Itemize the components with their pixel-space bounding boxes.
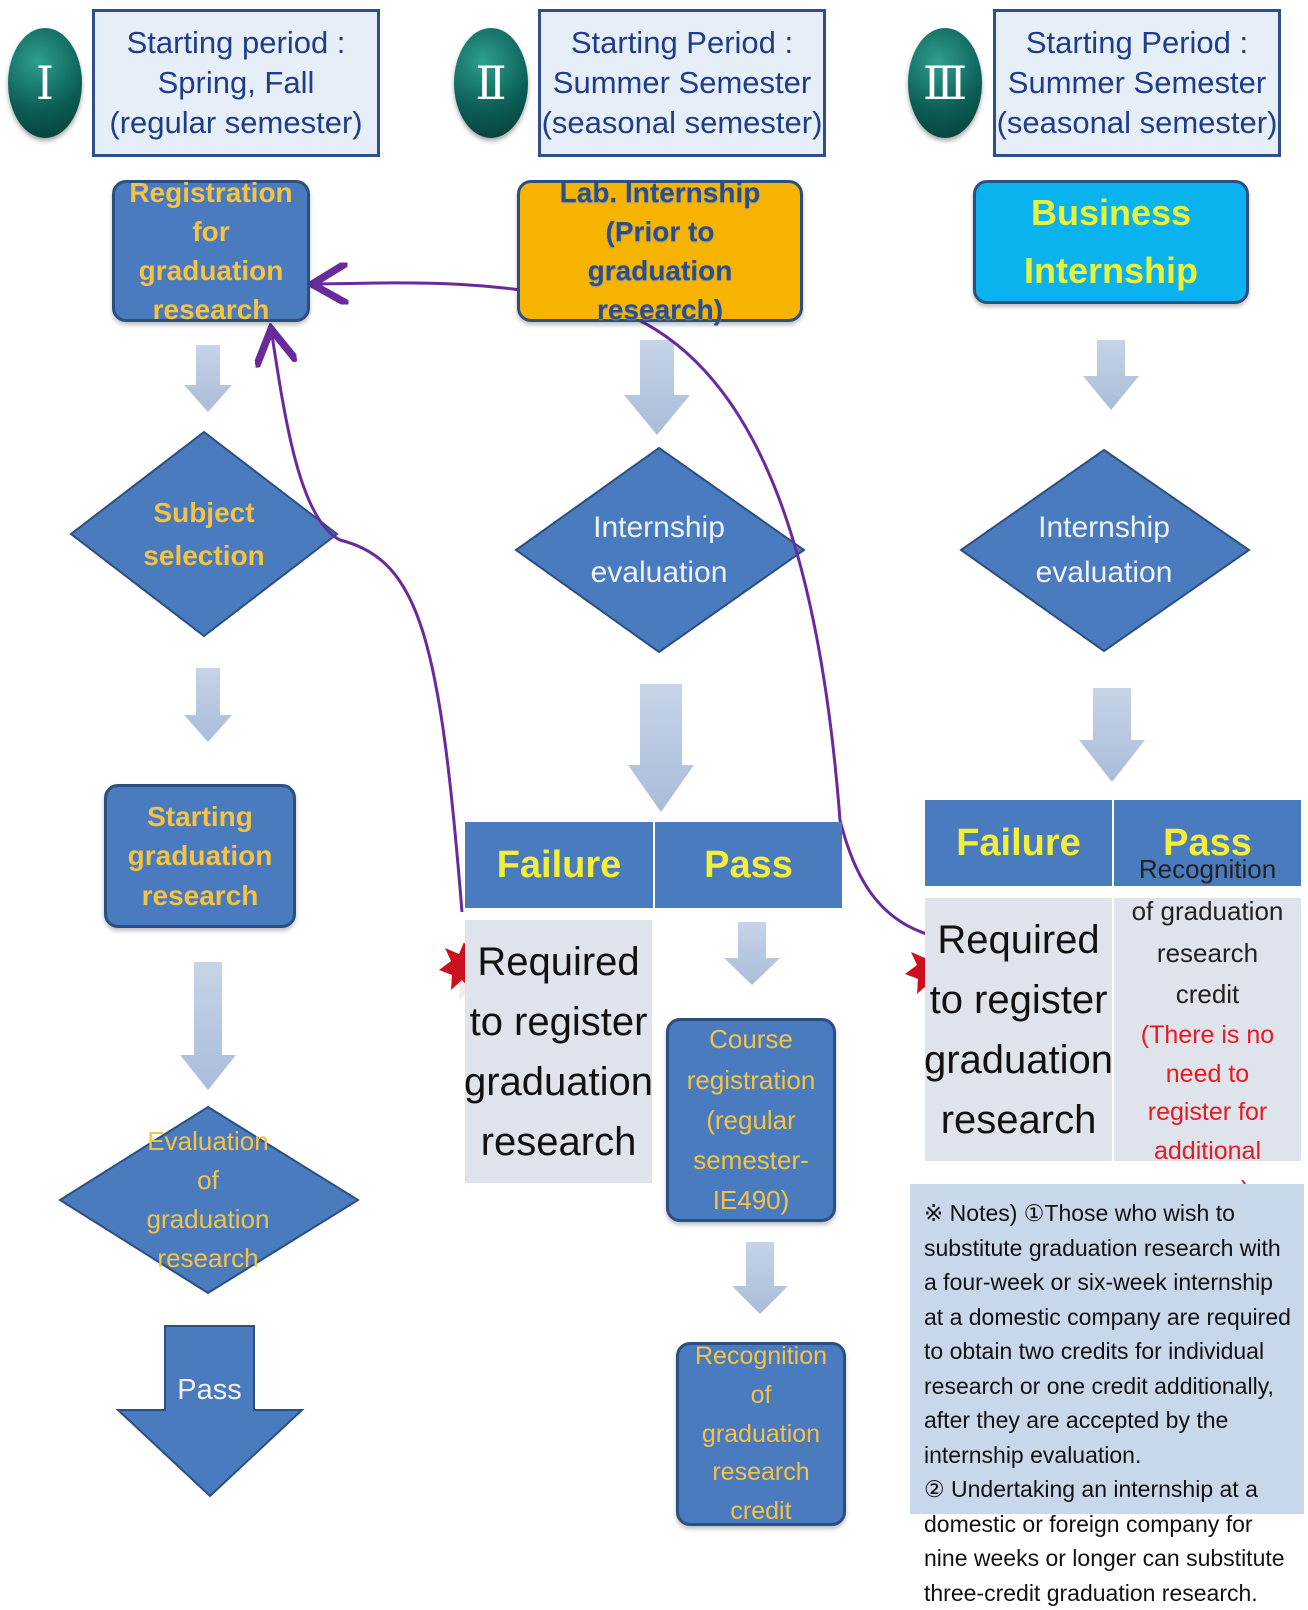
period-line: Starting period : [126, 25, 346, 61]
registration-box: Registration for graduation research [112, 177, 310, 325]
column-3-period: Starting Period : Summer Semester (seaso… [993, 9, 1281, 157]
period-line: Summer Semester [1007, 65, 1267, 101]
down-arrow [1083, 340, 1139, 410]
business-internship-box: Business Internship [973, 180, 1249, 304]
failure-text: Required to register graduation research [924, 898, 1113, 1161]
column-3-numeral: Ⅲ [908, 28, 982, 138]
internship-evaluation-label: Internship evaluation [590, 511, 728, 589]
pass-arrow [115, 1325, 305, 1498]
period-line: (seasonal semester) [541, 104, 823, 140]
pass-arrow-label: Pass [177, 1373, 242, 1406]
subject-selection-diamond [69, 430, 339, 638]
failure-header: Failure [465, 822, 653, 908]
recognition-box: Recognition of graduation research credi… [676, 1342, 846, 1526]
period-line: Starting Period : [1025, 25, 1249, 61]
down-arrow [184, 668, 232, 742]
period-line: (regular semester) [109, 104, 363, 140]
pass-note: (There is no need to register for additi… [1140, 1020, 1275, 1204]
evaluation-label: Evaluation of graduation research [146, 1126, 270, 1273]
course-registration-box: Course registration (regular semester- I… [666, 1018, 836, 1222]
failure-text: Required to register graduation research [464, 920, 653, 1183]
pass-header: Pass [1114, 800, 1301, 886]
period-line: Starting Period : [570, 25, 794, 61]
down-arrow [624, 340, 690, 435]
loop-line [272, 335, 464, 913]
down-arrow [724, 922, 780, 985]
period-line: Summer Semester [552, 65, 812, 101]
period-line: (seasonal semester) [996, 104, 1278, 140]
starting-research-box: Starting graduation research [104, 784, 296, 928]
internship-evaluation-diamond [959, 448, 1251, 653]
internship-evaluation-diamond [514, 446, 806, 654]
down-arrow [1079, 688, 1145, 782]
column-1-period: Starting period : Spring, Fall (regular … [92, 9, 380, 157]
loop-line [318, 283, 931, 937]
evaluation-diamond [58, 1105, 360, 1295]
pass-cell: Recognition of graduation research credi… [1114, 854, 1301, 1204]
failure-header: Failure [925, 800, 1112, 886]
down-arrow [732, 1242, 788, 1314]
down-arrow [180, 962, 236, 1090]
column-1-numeral: Ⅰ [8, 28, 82, 138]
notes-line-2: ② Undertaking an internship at a domesti… [924, 1476, 1285, 1606]
down-arrow [184, 345, 232, 412]
pass-text: Recognition of graduation research credi… [1131, 854, 1284, 1010]
down-arrow [628, 684, 694, 812]
period-line: Spring, Fall [157, 65, 315, 101]
column-2-period: Starting Period : Summer Semester (seaso… [538, 9, 826, 157]
notes-box: ※ Notes) ①Those who wish to substitute g… [910, 1184, 1304, 1606]
flow-graphics [58, 0, 1251, 1498]
internship-evaluation-label: Internship evaluation [1035, 511, 1173, 589]
column-2-numeral: Ⅱ [454, 28, 528, 138]
subject-selection-label: Subject selection [143, 496, 265, 571]
lab-internship-box: Lab. Internship (Prior to graduation res… [517, 177, 803, 325]
notes-line-1: ※ Notes) ①Those who wish to substitute g… [924, 1200, 1291, 1468]
pass-header: Pass [655, 822, 842, 908]
